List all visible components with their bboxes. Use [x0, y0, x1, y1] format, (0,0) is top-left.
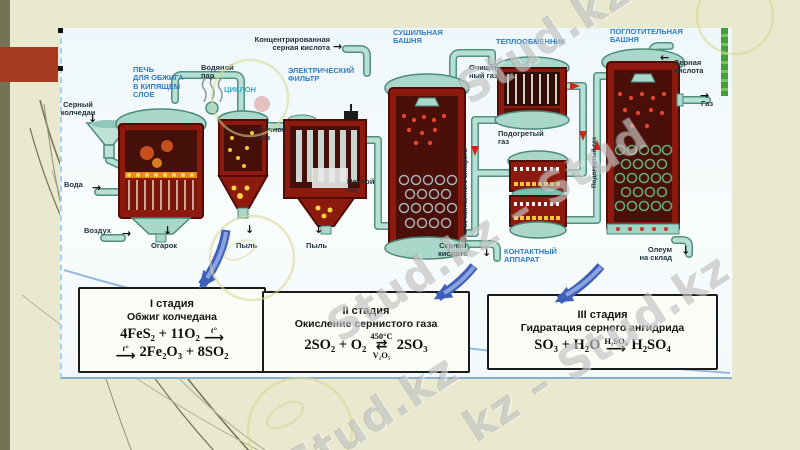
label-podogrety-gaz-2: Подогретый газ — [591, 136, 598, 188]
air-right-arrow: → — [122, 227, 132, 240]
acid-in-right-arrow: → — [333, 40, 343, 53]
drying-tower-vessel — [384, 73, 470, 260]
label-ochishchenny-gaz: Очищен- ный газ — [469, 63, 502, 81]
stage-box-2: II стадия Окисление сернистого газа 2SO₂… — [262, 291, 470, 373]
stage-3-subtitle: Гидратация серного ангидрида — [520, 322, 685, 335]
ogarok-down-arrow: ↓ — [163, 224, 173, 237]
gas-out-right-arrow: → — [700, 89, 710, 102]
flow-direction-arrows — [471, 82, 601, 156]
stage-3-equation: SO₃ + H₂O H₂SO₄⟶ H₂SO₄ — [534, 335, 671, 358]
heat-exchanger-vessel — [494, 56, 570, 130]
slide-accent-rectangle — [0, 47, 58, 82]
electric-filter-vessel — [283, 104, 367, 235]
label-tsiklon: ЦИКЛОН — [224, 85, 256, 94]
stage-2-equation: 2SO₂ + O₂ 450°C⇄V₂O₅ 2SO₃ — [304, 331, 428, 360]
stage-2-subtitle: Окисление сернистого газа — [294, 317, 438, 330]
label-vozdukh: Воздух — [84, 226, 111, 235]
water-right-arrow: → — [92, 181, 102, 194]
label-pechnoy-gaz-1: Печной газ — [259, 125, 287, 143]
label-kontaktny-apparat: КОНТАКТНЫЙ АППАРАТ — [504, 247, 557, 265]
oleum-down-arrow: ↓ — [681, 244, 691, 257]
stage-1-equation-line-2: t°⟶ 2Fe₂O₃ + 8SO₂ — [115, 342, 229, 365]
stage-1-equation-line-1: 4FeS₂ + 11O₂ t°⟶ — [120, 324, 224, 347]
steam-wisps — [201, 75, 223, 115]
stage-box-3: III стадия Гидратация серного ангидрида … — [487, 294, 718, 370]
label-pyl-2: Пыль — [306, 241, 328, 250]
stage-3-title: III стадия — [577, 308, 628, 321]
label-sernaya-kislota-1: Серная кислота — [438, 241, 468, 259]
feed-down-arrow: ↓ — [88, 112, 98, 125]
pyl1-down-arrow: ↓ — [245, 223, 255, 236]
green-edge-strip — [721, 28, 728, 96]
label-kontsentrirovannaya-kislota: Концентрированная серная кислота — [254, 35, 330, 53]
stage-1-subtitle: Обжиг колчедана — [126, 311, 217, 323]
label-sushilnaya-bashnya: СУШИЛЬНАЯ БАШНЯ — [393, 28, 443, 46]
label-ogarok: Огарок — [151, 241, 178, 250]
stage-1-title: I стадия — [150, 297, 194, 310]
stage-2-title: II стадия — [342, 304, 390, 317]
label-gaz: Газ — [701, 99, 714, 108]
acid-drain-down-arrow: ↓ — [482, 246, 492, 259]
contact-apparatus-vessel — [507, 150, 569, 239]
label-sernaya-kislota-2: Серная кислота — [674, 58, 704, 76]
acid-in-left-arrow: ← — [660, 51, 670, 64]
label-serny-kolchedan: Серный колчедан — [60, 100, 96, 118]
label-pyl-1: Пыль — [236, 241, 258, 250]
pyl2-down-arrow: ↓ — [314, 223, 324, 236]
slide-left-bar — [0, 0, 10, 450]
furnace-vessel — [115, 108, 207, 243]
equipment-drawing — [63, 42, 731, 374]
image-selection-handle-mid[interactable] — [58, 66, 63, 71]
label-elektricheskiy-filtr: ЭЛЕКТРИЧЕСКИЙ ФИЛЬТР — [288, 66, 355, 84]
label-oleum-na-sklad: Олеум на склад — [639, 245, 673, 263]
absorption-tower-vessel — [601, 48, 685, 235]
label-voda: Вода — [64, 180, 83, 189]
label-gaz-iz-kontaktnogo-apparata: Газ из контактного аппарата — [462, 148, 469, 240]
label-pechnoy-gaz-2: Печной газ — [347, 177, 375, 195]
label-pech-dlya-obzhiga: ПЕЧЬ ДЛЯ ОБЖИГА В КИПЯЩЕМ СЛОЕ — [133, 65, 184, 100]
image-selection-handle-top[interactable] — [58, 28, 63, 33]
stage-box-1: I стадия Обжиг колчедана 4FeS₂ + 11O₂ t°… — [78, 287, 266, 373]
label-poglotitelnaya-bashnya: ПОГЛОТИТЕЛЬНАЯ БАШНЯ — [610, 27, 683, 45]
label-podogrety-gaz-1: Подогретый газ — [498, 129, 544, 147]
label-vodyanoy-par: Водяной пар — [201, 63, 234, 81]
label-teploobmennik: ТЕПЛООБМЕННИК — [496, 37, 566, 46]
